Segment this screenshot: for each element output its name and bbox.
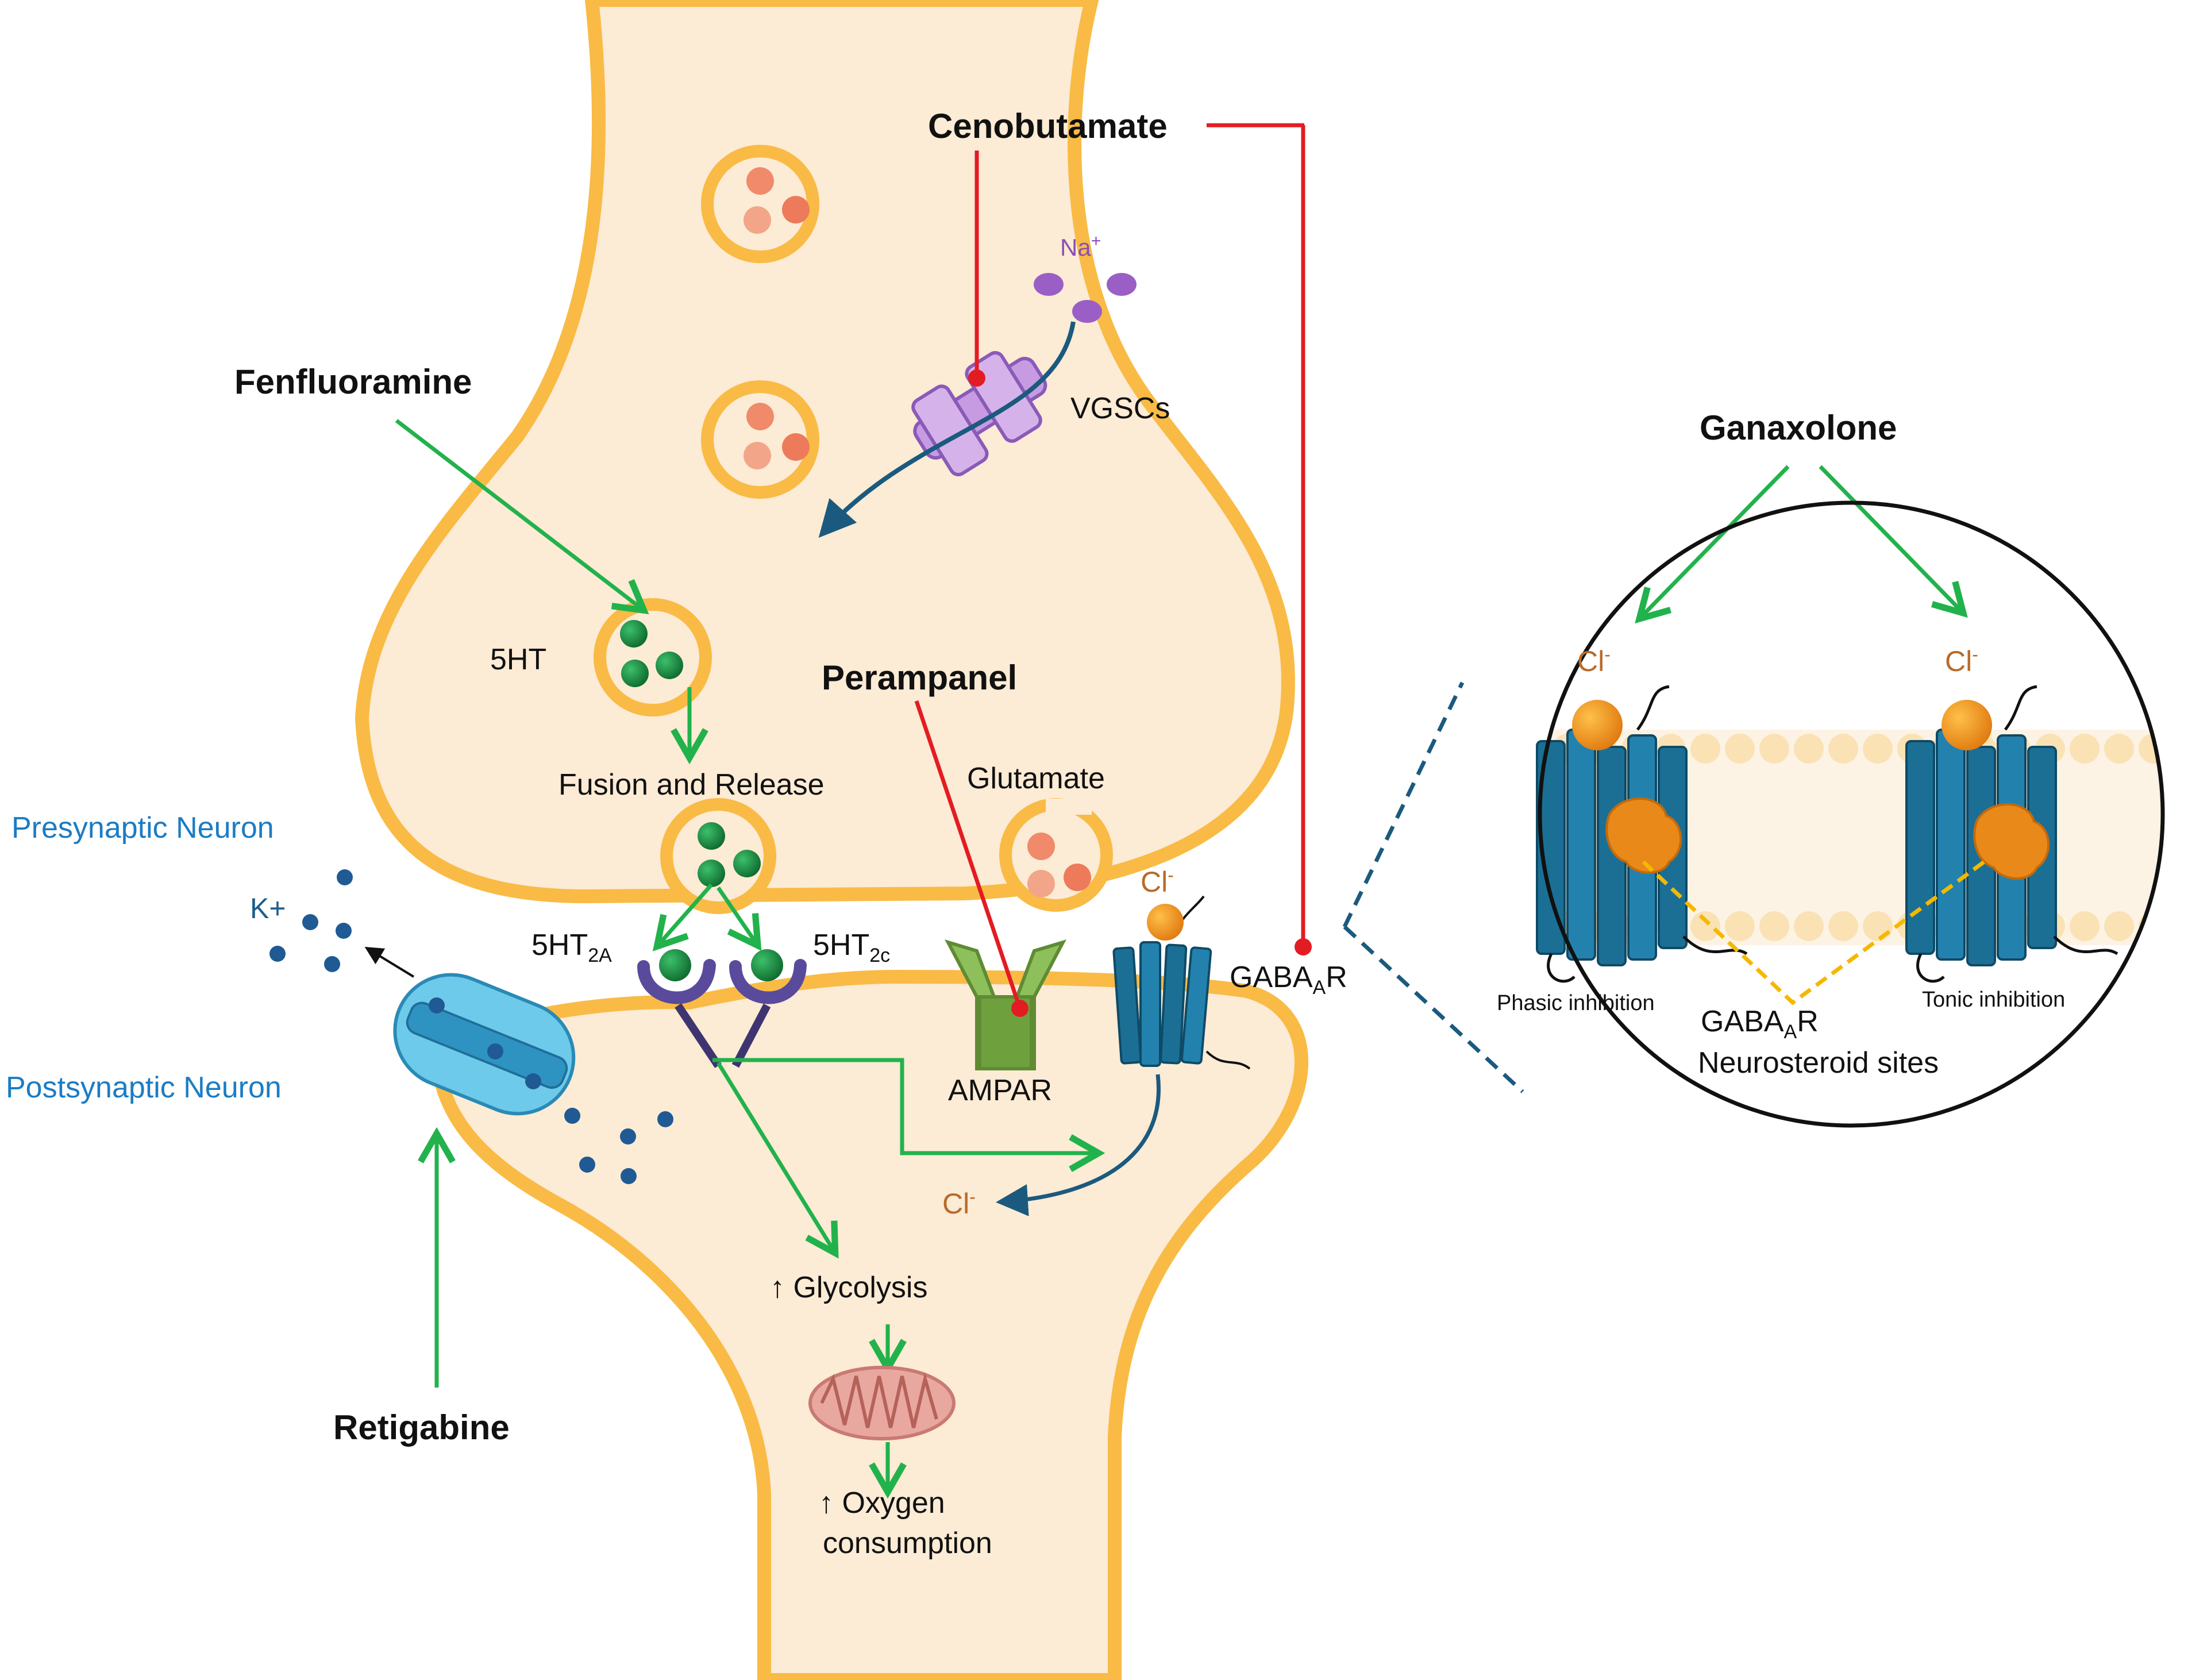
potassium-channel: [393, 973, 576, 1116]
glutamate-vesicle-1: [701, 145, 819, 263]
5ht2c-label: 5HT2c: [813, 928, 890, 966]
retigabine-label: Retigabine: [333, 1408, 510, 1447]
fusion-release-label: Fusion and Release: [558, 768, 825, 802]
potassium-efflux-arrow: [364, 946, 415, 978]
mitochondrion: [808, 1366, 956, 1440]
sodium-label: Na+: [1060, 232, 1101, 261]
chloride-influx-arrow: [996, 1074, 1161, 1216]
potassium-ions-extracellular: [269, 869, 353, 972]
5ht2a-label: 5HT2A: [531, 928, 612, 966]
vgscs-label: VGSCs: [1070, 392, 1170, 425]
chloride-label-synapse: Cl-: [1141, 865, 1174, 898]
tonic-inhibition-label: Tonic inhibition: [1922, 988, 2065, 1012]
ganaxolone-to-phasic-arrow: [1635, 465, 1790, 624]
release-to-5ht2a-arrow: [652, 883, 713, 951]
signal-to-gabaar-arrow: [712, 1058, 1105, 1172]
signal-to-glycolysis-arrow: [717, 1062, 839, 1259]
phasic-inhibition-label: Phasic inhibition: [1497, 991, 1655, 1015]
fenfluoramine-label: Fenfluoramine: [234, 363, 472, 401]
neurosteroid-site-pointer: [1642, 857, 1990, 1005]
presynaptic-terminal: [355, 0, 1295, 904]
oxygen-label-line1: ↑ Oxygen: [819, 1486, 945, 1520]
cenobutamate-inhibition: [968, 123, 1312, 955]
zoom-circle-border: [1538, 500, 2165, 1128]
5ht2a-receptor: [637, 949, 722, 1068]
potassium-label: K+: [250, 892, 286, 924]
gabaar-label: GABAAR: [1230, 961, 1347, 999]
neurosteroid-sites-label: Neurosteroid sites: [1698, 1046, 1939, 1080]
glycolysis-label: ↑ Glycolysis: [770, 1271, 927, 1304]
zoom-connector: [1342, 681, 1524, 1093]
sodium-influx-arrow: [818, 321, 1076, 538]
chloride-label-tonic: Cl-: [1945, 644, 1978, 677]
perampanel-label: Perampanel: [822, 658, 1017, 697]
fenfluoramine-arrow: [395, 419, 649, 615]
ampar-label: AMPAR: [948, 1074, 1052, 1107]
presynaptic-neuron-label: Presynaptic Neuron: [11, 811, 274, 845]
glutamate-vesicle-2: [701, 380, 819, 499]
5ht2c-receptor: [729, 949, 807, 1068]
oxygen-label-line2: consumption: [823, 1527, 992, 1560]
ganaxolone-to-tonic-arrow: [1819, 465, 1968, 618]
neurosteroid-gabaar-label: GABAAR: [1701, 1005, 1819, 1043]
fusing-serotonin-vesicle: [660, 798, 776, 914]
gabaar-receptor: [1112, 895, 1251, 1070]
release-to-5ht2c-arrow: [717, 887, 762, 951]
vgsc-channel: [911, 350, 1047, 477]
gabaar-tonic-receptor: [1905, 685, 2118, 983]
gabaar-phasic-receptor: [1536, 685, 1748, 983]
zoom-panel: [1536, 465, 2165, 1128]
potassium-ions-intracellular: [564, 1108, 673, 1184]
fusing-glutamate-vesicle: [999, 798, 1113, 912]
5ht-label: 5HT: [490, 643, 546, 676]
chloride-label-phasic: Cl-: [1577, 644, 1611, 677]
postsynaptic-neuron-label: Postsynaptic Neuron: [6, 1071, 282, 1104]
glutamate-label: Glutamate: [967, 762, 1105, 795]
cenobutamate-label: Cenobutamate: [928, 107, 1168, 145]
sodium-ions: [1034, 273, 1137, 323]
chloride-label-intracellular: Cl-: [942, 1186, 976, 1220]
serotonin-vesicle: [594, 598, 712, 716]
ganaxolone-label: Ganaxolone: [1700, 409, 1897, 447]
perampanel-inhibition: [914, 700, 1028, 1017]
